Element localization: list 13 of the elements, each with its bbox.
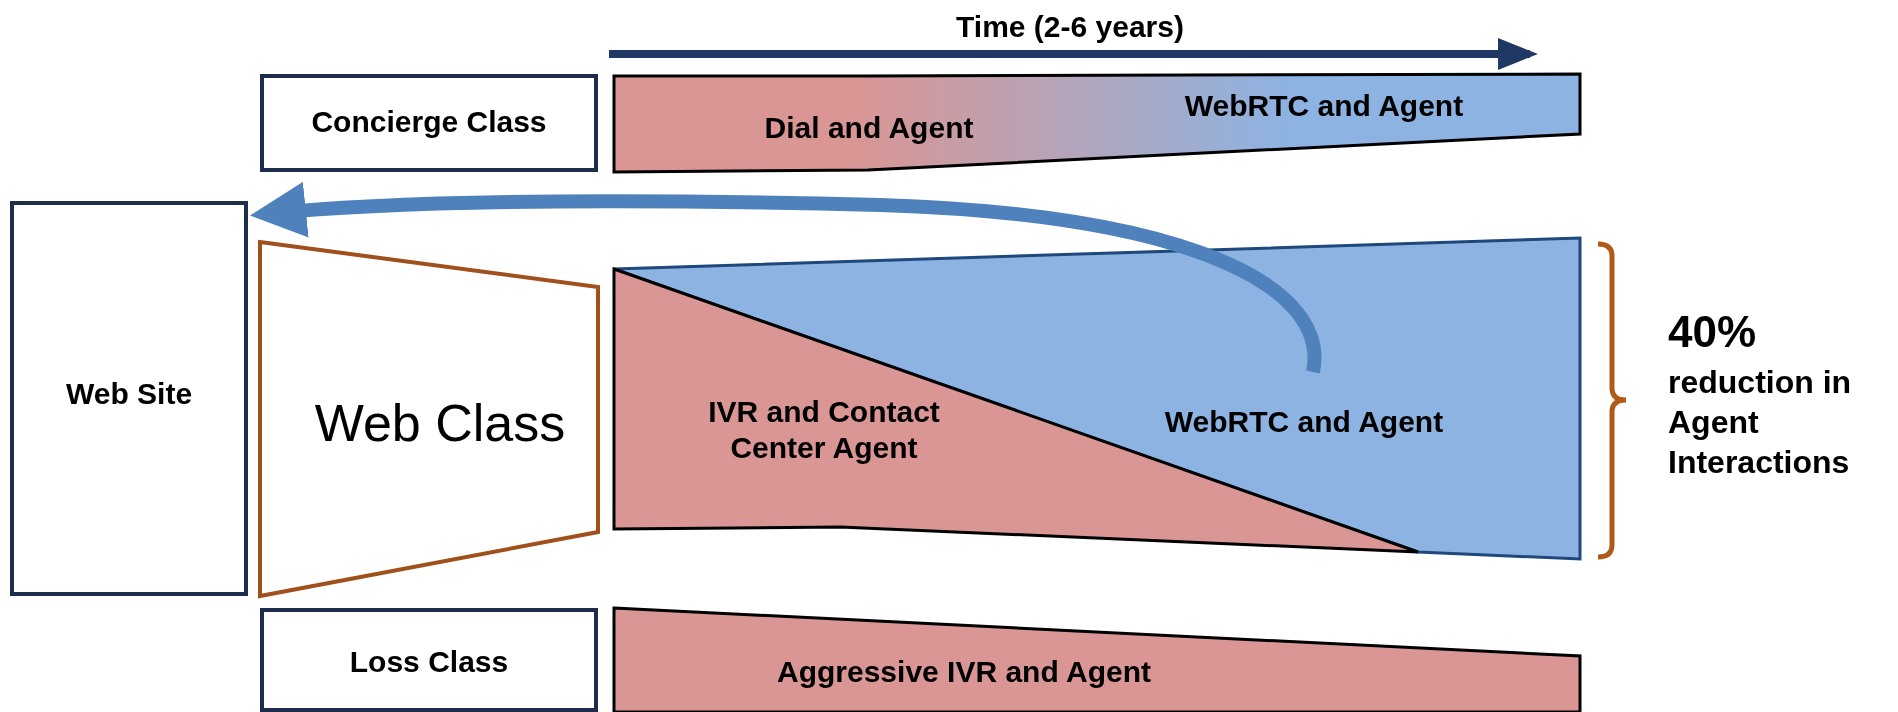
box-label: Web Site <box>64 376 194 412</box>
box-label: Concierge Class <box>310 104 548 140</box>
axis-title: Time (2-6 years) <box>955 9 1185 45</box>
box-label: Loss Class <box>348 644 510 680</box>
trapezoid-label: Web Class <box>313 393 567 454</box>
region-label: WebRTC and Agent <box>1163 404 1445 440</box>
note-text: reduction in Agent Interactions <box>1668 363 1853 482</box>
percentage-label: 40% <box>1668 306 1758 358</box>
band-label: Aggressive IVR and Agent <box>776 654 1152 690</box>
band-label: WebRTC and Agent <box>1183 88 1465 124</box>
region-label: IVR and Contact Center Agent <box>707 394 941 466</box>
curved-arrow <box>250 182 1321 373</box>
band-label: Dial and Agent <box>763 110 975 146</box>
